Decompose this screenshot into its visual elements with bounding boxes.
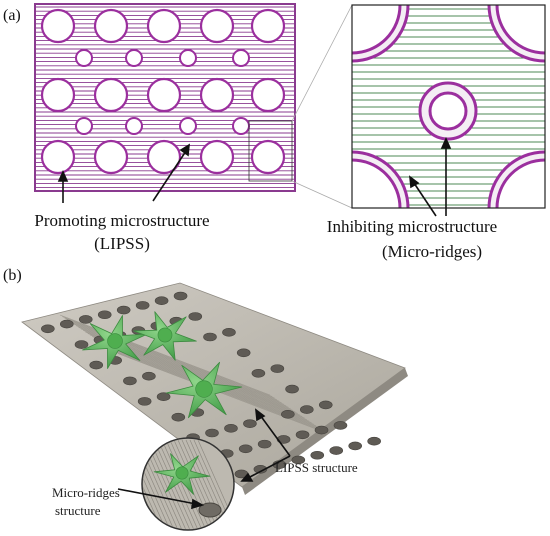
plate-hole xyxy=(314,425,329,435)
plate-hole xyxy=(243,419,257,428)
small-hole xyxy=(125,117,143,135)
plate-hole xyxy=(333,421,348,430)
plate-hole xyxy=(89,360,104,370)
large-hole xyxy=(40,77,76,113)
plate-hole xyxy=(329,446,344,455)
panel-a-label: (a) xyxy=(3,7,21,24)
plate-hole xyxy=(224,424,238,433)
small-hole xyxy=(179,117,197,135)
panel-b-label: (b) xyxy=(3,267,22,284)
plate-hole xyxy=(281,409,295,419)
large-hole xyxy=(146,8,182,44)
plate-hole xyxy=(251,368,266,378)
small-hole xyxy=(75,49,93,67)
promoting-label-line2: (LIPSS) xyxy=(94,234,150,253)
large-hole xyxy=(250,139,286,175)
large-hole xyxy=(146,139,182,175)
plate-hole xyxy=(348,441,363,451)
zoom-connector-top xyxy=(291,4,353,122)
large-hole xyxy=(199,139,235,175)
plate-hole xyxy=(295,430,310,440)
cell-nucleus xyxy=(195,380,213,398)
plate-hole xyxy=(142,371,156,381)
small-hole xyxy=(179,49,197,67)
plate-hole xyxy=(78,315,93,324)
inhibiting-label-line2: (Micro-ridges) xyxy=(382,242,482,261)
cell-nucleus xyxy=(157,327,173,343)
cell-right xyxy=(133,311,197,361)
large-hole xyxy=(250,8,286,44)
plate-hole xyxy=(318,400,333,410)
plate-hole xyxy=(367,436,381,446)
large-hole xyxy=(40,8,76,44)
plate-hole xyxy=(203,332,217,342)
plate-hole xyxy=(285,384,299,394)
zoom-connector-bottom xyxy=(291,180,353,209)
cell-left xyxy=(82,315,148,369)
plate-hole xyxy=(188,312,203,321)
plate-hole xyxy=(137,397,152,406)
plate-hole xyxy=(173,291,188,301)
plate-hole xyxy=(253,464,268,474)
micro-ridges-label-line1: Micro-ridges xyxy=(52,485,120,500)
lipss-pattern-panel xyxy=(34,3,296,192)
large-hole xyxy=(40,139,76,175)
plate-hole xyxy=(41,324,55,334)
micro-ridge-rings xyxy=(352,5,545,208)
large-hole xyxy=(250,77,286,113)
promoting-label-line1: Promoting microstructure xyxy=(34,211,209,230)
plate-hole xyxy=(116,305,131,315)
plate-hole xyxy=(135,301,150,310)
plate-hole xyxy=(171,412,186,422)
hole-grid xyxy=(40,8,286,175)
plate-hole xyxy=(60,319,74,329)
plate-hole xyxy=(74,340,89,349)
cell-nucleus xyxy=(175,466,189,480)
plate-hole xyxy=(97,310,112,320)
plate-hole xyxy=(222,328,236,337)
cell-nucleus xyxy=(107,333,123,349)
small-hole xyxy=(232,49,250,67)
magnifier-cell xyxy=(153,453,211,495)
lipss-structure-label: LIPSS structure xyxy=(275,460,358,475)
large-hole xyxy=(93,77,129,113)
plate-hole xyxy=(299,405,314,414)
plate-hole xyxy=(291,455,306,465)
arrows-panel-a xyxy=(57,137,452,217)
plate-hole xyxy=(205,428,219,438)
large-hole xyxy=(199,77,235,113)
micro-ridges-label-line2: structure xyxy=(55,503,101,518)
plate-hole xyxy=(270,364,285,373)
plate-hole xyxy=(236,348,251,358)
micro-ridge-zoom-panel xyxy=(351,4,546,209)
large-hole xyxy=(93,8,129,44)
large-hole xyxy=(146,77,182,113)
zoom-selection-box xyxy=(248,120,293,182)
arrows-panel-b xyxy=(117,408,291,510)
cell-bottom xyxy=(165,361,243,419)
inhibiting-label-line1: Inhibiting microstructure xyxy=(327,217,497,236)
magnified-cell xyxy=(153,453,211,495)
plate-hole xyxy=(123,376,137,386)
cells xyxy=(82,311,243,419)
plate-hole xyxy=(310,450,325,460)
large-hole xyxy=(93,139,129,175)
plate-hole xyxy=(154,296,169,306)
magnifier-inset xyxy=(141,437,235,531)
large-hole xyxy=(199,8,235,44)
plate-hole xyxy=(238,444,253,454)
small-hole xyxy=(75,117,93,135)
small-hole xyxy=(125,49,143,67)
plate-hole xyxy=(257,439,272,449)
small-hole xyxy=(232,117,250,135)
plate-hole xyxy=(156,392,171,402)
